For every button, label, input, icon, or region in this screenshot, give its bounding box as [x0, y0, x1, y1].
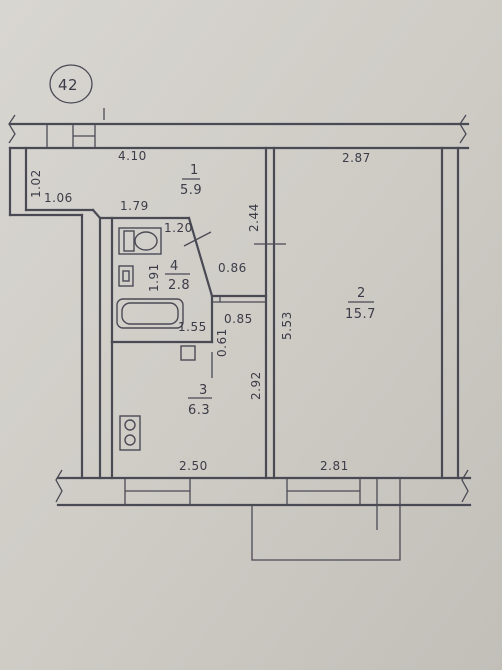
dim-room-depth: 5.53 — [280, 311, 294, 340]
dim-left-step: 1.06 — [44, 191, 73, 205]
apartment-number: 42 — [58, 76, 78, 94]
svg-text:4: 4 — [170, 259, 179, 274]
door-marks — [103, 108, 286, 378]
svg-text:3: 3 — [199, 383, 208, 398]
dim-hall-depth: 2.44 — [247, 203, 261, 232]
outer-walls — [8, 114, 472, 561]
svg-text:2: 2 — [357, 286, 366, 301]
dim-hall-width: 1.79 — [120, 199, 149, 213]
dim-top-left: 4.10 — [118, 149, 147, 163]
toilet-icon — [118, 227, 162, 255]
room-1-label: 1 5.9 — [180, 163, 202, 198]
room-2-label: 2 15.7 — [345, 286, 376, 322]
dim-top-right: 2.87 — [342, 151, 371, 165]
svg-text:2.8: 2.8 — [168, 278, 190, 293]
room-4-label: 4 2.8 — [165, 259, 190, 293]
dim-door-gap: 0.61 — [215, 328, 229, 357]
sink-icon — [118, 265, 134, 287]
dim-closet-top: 0.86 — [218, 261, 247, 275]
dim-left-vertical: 1.02 — [29, 169, 43, 198]
bathtub-icon — [116, 298, 184, 329]
svg-text:6.3: 6.3 — [188, 403, 210, 418]
room-3-label: 3 6.3 — [188, 383, 212, 418]
dim-kitchen-width: 2.50 — [179, 459, 208, 473]
dim-bath-top: 1.20 — [164, 221, 193, 235]
dim-bath-side: 1.91 — [147, 263, 161, 292]
stove-icon — [119, 415, 141, 451]
svg-text:1: 1 — [190, 163, 199, 178]
dimension-labels: 4.10 2.87 1.02 1.06 1.79 2.44 1.20 1.91 … — [29, 149, 371, 473]
dim-kitchen-depth: 2.92 — [249, 371, 263, 400]
svg-text:15.7: 15.7 — [345, 307, 376, 322]
dim-bath-bottom: 1.55 — [178, 320, 207, 334]
kitchen-sink-icon — [180, 345, 196, 361]
apartment-number-badge: 42 — [49, 64, 93, 104]
interior-walls — [110, 146, 276, 480]
svg-text:5.9: 5.9 — [180, 183, 202, 198]
dim-closet-bottom: 0.85 — [224, 312, 253, 326]
dim-room-width: 2.81 — [320, 459, 349, 473]
